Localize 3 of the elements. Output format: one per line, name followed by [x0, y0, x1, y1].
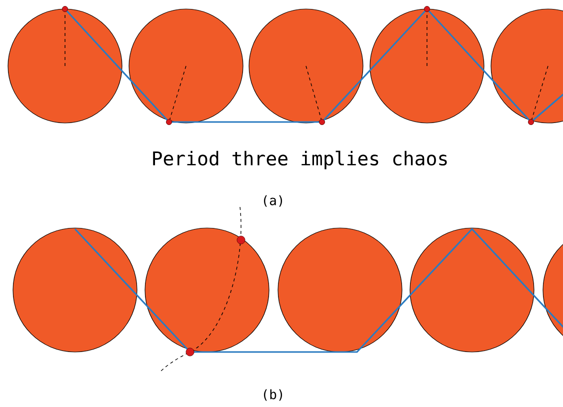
panel-label: (b)	[264, 389, 282, 401]
panel-label: (a)	[264, 195, 282, 207]
heading: Period three implies chaos	[153, 150, 447, 170]
